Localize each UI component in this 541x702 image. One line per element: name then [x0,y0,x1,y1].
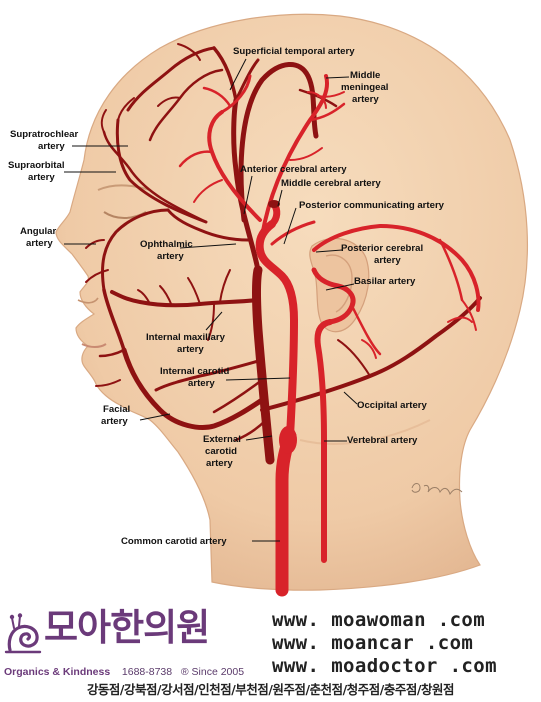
tagline-text: Organics & Kindness [4,666,111,678]
label-internal-carotid-artery-line1: Internal carotid [160,366,230,377]
label-internal-carotid-artery-line2: artery [188,378,215,389]
label-facial-artery-line2: artery [101,416,128,427]
internal-maxillary-artery [110,290,260,308]
url-moawoman-link[interactable]: www. moawoman .com [272,609,486,631]
label-middle-meningeal-artery-line3: artery [352,94,379,105]
external-carotid-artery [252,265,275,465]
label-supratrochlear-artery-line1: Supratrochlear [10,129,79,140]
label-posterior-cerebral-artery-line1: Posterior cerebral [341,243,424,254]
label-facial-artery-line1: Facial [103,404,131,415]
label-angular-artery-line1: Angular [20,226,57,237]
ophthalmic-artery [166,208,250,242]
posterior-cerebral-artery [312,224,481,312]
lips [81,343,107,348]
label-common-carotid-artery: Common carotid artery [121,536,227,547]
label-ophthalmic-artery-line2: artery [157,251,184,262]
label-vertebral-artery: Vertebral artery [347,435,418,446]
label-middle-cerebral-artery: Middle cerebral artery [281,178,381,189]
label-supraorbital-artery-line1: Supraorbital [8,160,65,171]
middle-meningeal-artery [238,62,319,223]
clinic-name: 모아한의원 [44,606,210,649]
clinic-phone: 1688-8738 [121,666,173,678]
label-posterior-cerebral-artery-line2: artery [374,255,401,266]
vessel-cross-section [268,200,280,208]
label-superficial-temporal-artery: Superficial temporal artery [233,46,355,57]
branch-list: 강동점/강북점/강서점/인천점/부천점/원주점/춘천점/청주점/충주점/창원점 [86,682,455,697]
label-supratrochlear-artery-line2: artery [38,141,65,152]
label-basilar-artery: Basilar artery [354,276,416,287]
supraorbital-artery [102,130,208,224]
superficial-temporal-artery [231,97,261,273]
url-moadoctor-link[interactable]: www. moadoctor .com [272,655,497,677]
label-middle-meningeal-artery-line2: meningeal [341,82,389,93]
supratrochlear-artery [115,118,208,224]
label-internal-maxillary-artery-line1: Internal maxillary [146,332,225,343]
basilar-artery [311,267,356,325]
occipital-artery [260,296,482,412]
label-internal-maxillary-artery-line2: artery [177,344,204,355]
label-external-carotid-artery-line3: artery [206,458,233,469]
vertebral-artery [314,319,333,563]
carotid-bulb [279,426,297,454]
url-moancar-link[interactable]: www. moancar .com [272,632,474,654]
angular-artery [101,208,170,292]
label-external-carotid-artery-line2: carotid [205,446,237,457]
external-arteries [85,43,482,465]
label-external-carotid-artery-line1: External [203,434,241,445]
artist-signature [411,483,463,496]
label-angular-artery-line2: artery [26,238,53,249]
clinic-footer [0,600,541,702]
label-supraorbital-artery-line2: artery [28,172,55,183]
clinic-since: ® Since 2005 [180,666,245,678]
label-posterior-communicating-artery: Posterior communicating artery [299,200,445,211]
internal-carotid-artery [255,220,298,440]
label-occipital-artery: Occipital artery [357,400,427,411]
ear-inner [325,254,353,313]
posterior-communicating-artery [270,220,316,246]
nostril [77,297,99,304]
label-anterior-cerebral-artery: Anterior cerebral artery [240,164,347,175]
label-middle-meningeal-artery-line1: Middle [350,70,381,81]
eyebrow [97,184,151,191]
head-artery-illustration [55,13,528,597]
label-ophthalmic-artery-line1: Ophthalmic [140,239,193,250]
neck-shadow [299,419,431,445]
clinic-tagline: Organics & Kindness 1688-8738 ® Since 20… [4,666,244,678]
leader-lines [64,58,358,542]
facial-artery [121,347,265,430]
snail-logo-icon [4,613,42,654]
